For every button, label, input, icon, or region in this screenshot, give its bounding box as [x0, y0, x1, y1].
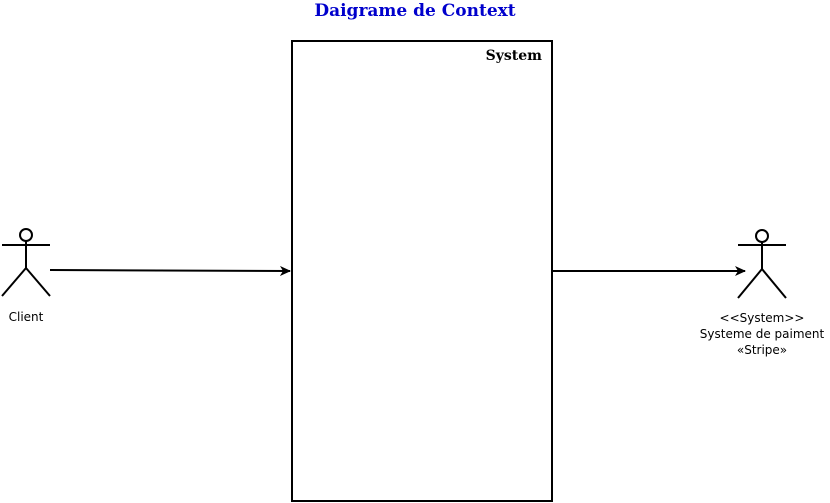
diagram-title: Daigrame de Context [314, 1, 516, 21]
system-label: System [486, 48, 543, 64]
client-label: Client [9, 310, 44, 324]
system-boundary [291, 40, 553, 502]
client-to-system-arrow [49, 265, 291, 276]
payment-stereotype-label: <<System>> [720, 311, 805, 325]
payment-provider-label: «Stripe» [737, 343, 787, 357]
actor-payment-system[interactable]: <<System>> Systeme de paiment «Stripe» [700, 229, 825, 357]
system-box[interactable]: System [291, 40, 553, 502]
client-stick-figure-icon [1, 228, 51, 297]
payment-system-stick-figure-icon [737, 229, 787, 299]
payment-name-label: Systeme de paiment [700, 327, 825, 341]
actor-client[interactable]: Client [1, 228, 51, 324]
